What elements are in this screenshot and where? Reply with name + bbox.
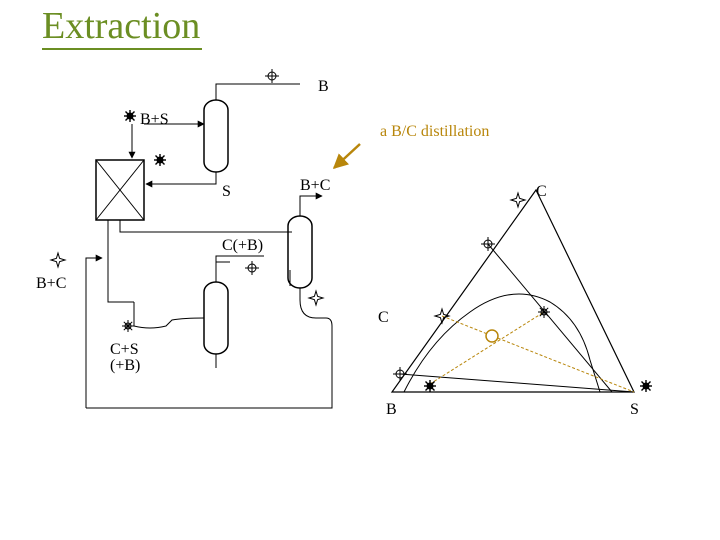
- label-top-product: B: [318, 78, 329, 95]
- tie-line-1: [441, 315, 635, 393]
- ternary-line-1: [487, 243, 613, 393]
- crosshair-marker: [244, 260, 260, 276]
- starburst-marker: [153, 153, 167, 167]
- ternary-line-2: [399, 373, 635, 393]
- vertex-label-b: B: [386, 401, 397, 418]
- annotation-text: a B/C distillation: [380, 123, 489, 140]
- starburst-marker: [123, 109, 137, 123]
- ternary-mid-label-c: C: [378, 309, 389, 326]
- label-c-plus-b: C(+B): [222, 237, 263, 254]
- label-bottom-c-s-sub: (+B): [110, 357, 140, 374]
- label-mid-stream: B+C: [300, 177, 330, 194]
- starburst-marker: [639, 379, 653, 393]
- four-point-star-marker: [50, 252, 66, 268]
- extractor-column: [95, 159, 145, 221]
- annotation: a B/C distillation: [332, 123, 489, 170]
- flowsheet: B B+S S B+C C(+B) B+C C+S (+B): [36, 68, 333, 409]
- crosshair-marker: [392, 366, 408, 382]
- vertex-label-s: S: [630, 401, 639, 418]
- distillation-column-2: [287, 192, 333, 342]
- ternary-diagram: C B S C: [378, 183, 653, 418]
- crosshair-marker: [264, 68, 280, 84]
- distillation-column-1: [203, 83, 300, 173]
- label-solvent: S: [222, 183, 231, 200]
- distillation-column-3: [203, 276, 229, 368]
- ternary-triangle: [390, 188, 635, 393]
- crosshair-marker: [480, 236, 496, 252]
- label-feed-b-s: B+S: [140, 111, 169, 128]
- mixing-point: [485, 329, 499, 343]
- binodal-curve: [403, 293, 601, 393]
- label-feed-b-c: B+C: [36, 275, 66, 292]
- snowflake-marker: [121, 319, 135, 333]
- tie-line-2: [429, 311, 545, 385]
- slide-title: Extraction: [42, 4, 203, 50]
- process-streams: [85, 120, 333, 409]
- four-point-star-marker: [510, 192, 526, 208]
- four-point-star-marker: [308, 290, 324, 306]
- label-bottom-c-s: C+S: [110, 341, 139, 358]
- starburst-marker: [423, 379, 437, 393]
- vertex-label-c: C: [536, 183, 547, 200]
